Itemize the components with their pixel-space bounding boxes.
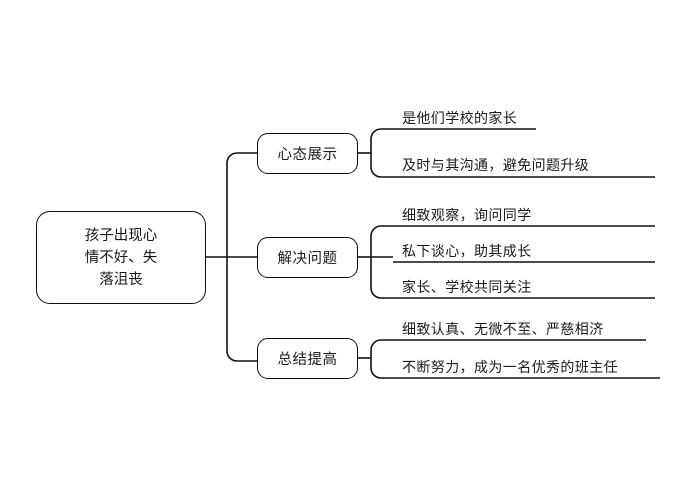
leaf-item[interactable]: 家长、学校共同关注: [402, 280, 532, 296]
wire-main-bracket: [226, 152, 257, 362]
branch-node-解决问题[interactable]: 解决问题: [257, 237, 358, 278]
branch-node-label: 总结提高: [277, 352, 338, 368]
root-node[interactable]: 孩子出现心 情不好、失 落沮丧: [36, 211, 206, 304]
branch-node-心态展示[interactable]: 心态展示: [257, 133, 358, 174]
leaf-item[interactable]: 私下谈心，助其成长: [402, 244, 532, 260]
branch-node-label: 解决问题: [277, 251, 338, 267]
leaf-item[interactable]: 细致观察，询问同学: [402, 208, 532, 224]
branch-node-label: 心态展示: [277, 147, 338, 163]
branch-node-总结提高[interactable]: 总结提高: [257, 338, 358, 379]
leaf-item[interactable]: 是他们学校的家长: [402, 111, 518, 127]
wire-branch-0-bracket: [370, 128, 393, 178]
wire-branch-2-bracket: [370, 339, 393, 379]
root-node-label: 孩子出现心 情不好、失 落沮丧: [84, 227, 158, 288]
wire-branch-1-bracket: [370, 225, 393, 299]
leaf-item[interactable]: 细致认真、无微不至、严慈相济: [402, 322, 604, 338]
leaf-item[interactable]: 及时与其沟通，避免问题升级: [402, 158, 590, 174]
leaf-item[interactable]: 不断努力，成为一名优秀的班主任: [402, 360, 618, 376]
